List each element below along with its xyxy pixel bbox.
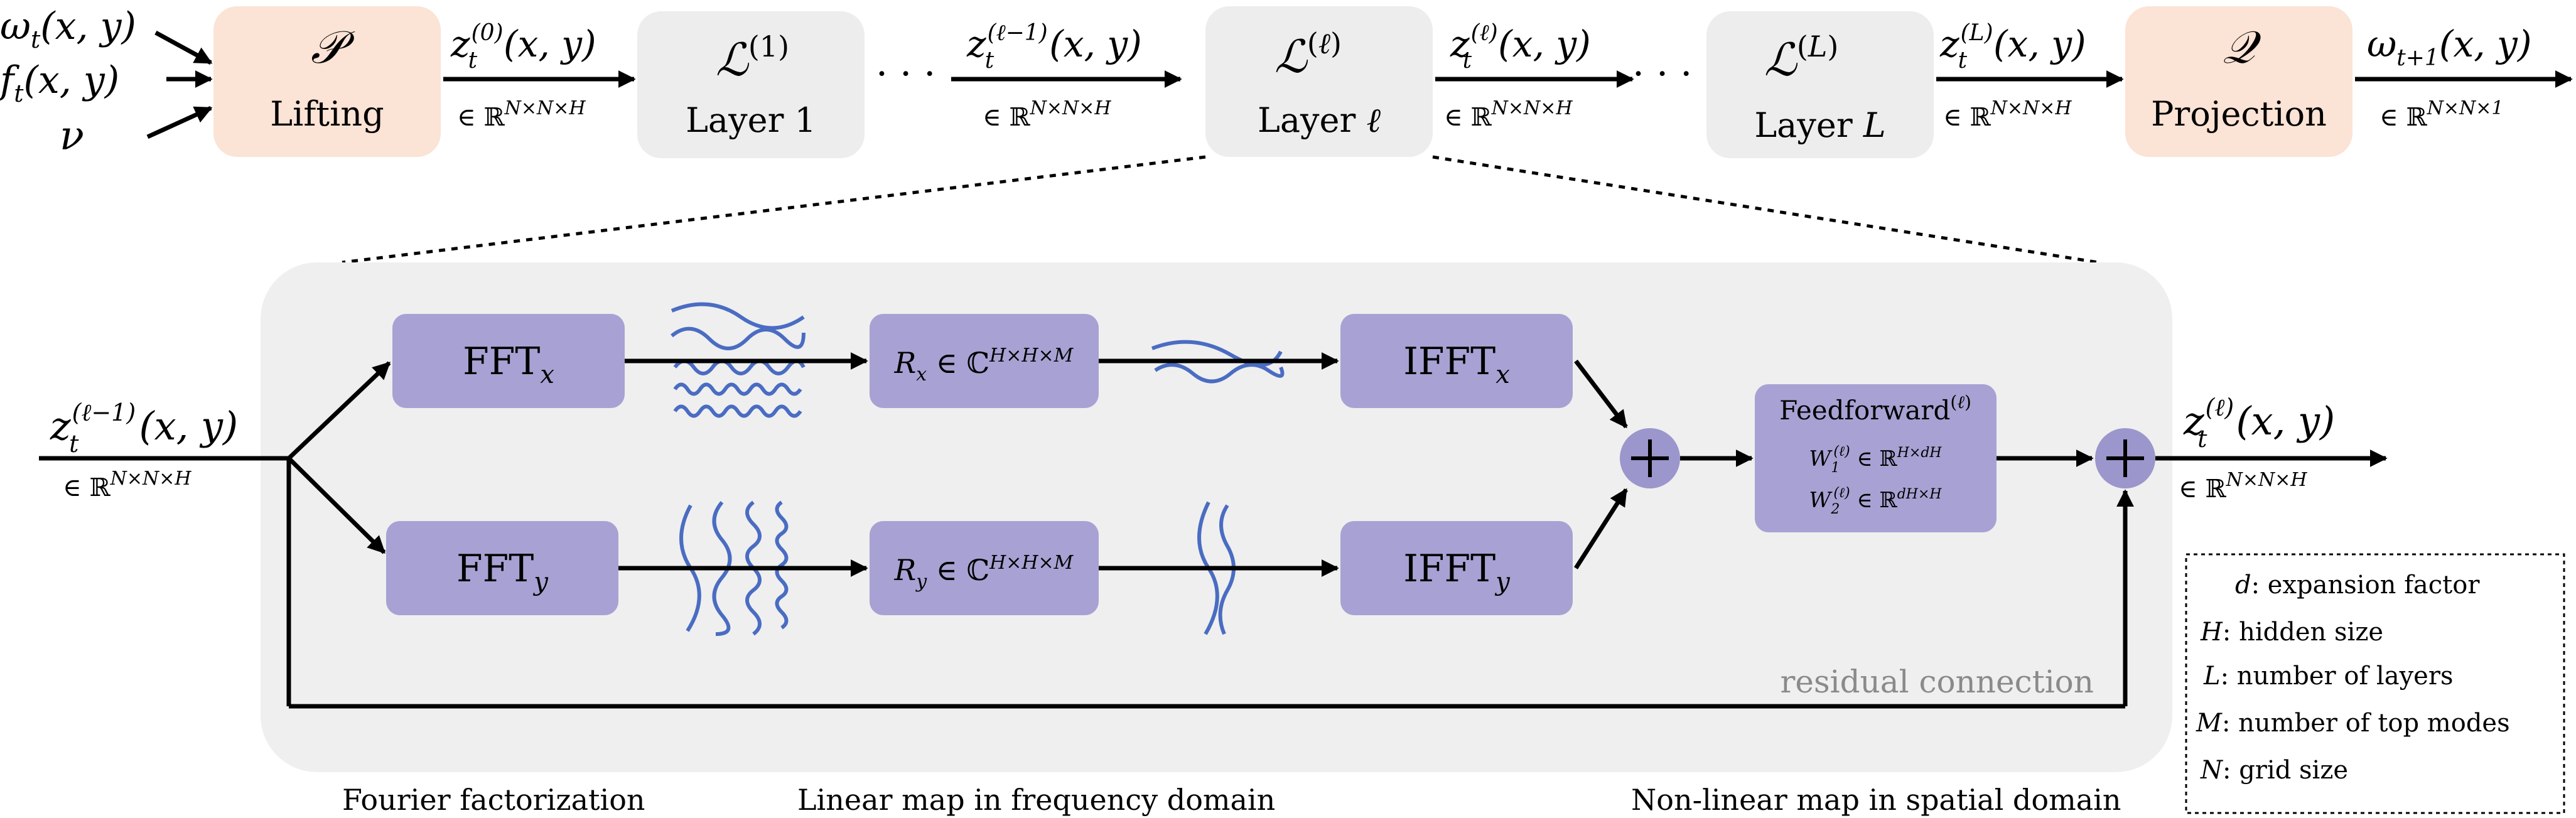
edge-z0-space: ∈ ℝN×N×H xyxy=(457,97,586,132)
edge-z0-label: z(0)t(x, y) xyxy=(450,20,596,73)
zoom-line-right xyxy=(1432,155,2099,264)
fft-x-label: FFTx xyxy=(463,340,554,389)
arrow-nu-to-lifting xyxy=(146,105,213,139)
edge-zL-space: ∈ ℝN×N×H xyxy=(1943,97,2072,132)
layer-detail-panel: z(ℓ−1)t(x, y) ∈ ℝN×N×H residual connecti… xyxy=(39,262,2388,772)
residual-label: residual connection xyxy=(1780,664,2094,700)
legend-H: H: hidden size xyxy=(2200,618,2383,647)
ellipsis-2: · · · xyxy=(1632,52,1692,96)
layer-l-box: ℒ(ℓ) Layer ℓ xyxy=(1205,6,1433,157)
ifft-y-label: IFFTy xyxy=(1403,547,1511,596)
input-f: ft(x, y) xyxy=(0,58,119,107)
wave-x-spectrum xyxy=(671,302,806,418)
legend-box: d: expansion factor H: hidden size L: nu… xyxy=(2185,553,2565,814)
layer-L-label: Layer L xyxy=(1754,105,1885,145)
caption-fourier: Fourier factorization xyxy=(342,783,645,817)
projection-box: 𝒬 Projection xyxy=(2125,6,2352,157)
edge-out-space: ∈ ℝN×N×1 xyxy=(2379,97,2503,132)
projection-symbol: 𝒬 xyxy=(2223,21,2261,73)
top-pipeline: ωt(x, y) ft(x, y) ν 𝒫 Lifting z(0)t(x, y… xyxy=(0,4,2573,159)
detail-output-space: ∈ ℝN×N×H xyxy=(2179,469,2307,503)
lifting-box: 𝒫 Lifting xyxy=(213,6,441,157)
ifft-x-label: IFFTx xyxy=(1403,340,1510,389)
layer-L-box: ℒ(L) Layer L xyxy=(1706,11,1934,158)
layer-1-label: Layer 1 xyxy=(686,100,816,140)
layer-1-box: ℒ(1) Layer 1 xyxy=(637,11,865,158)
rx-label: Rx ∈ ℂH×H×M xyxy=(894,345,1074,385)
ifft-x-box: IFFTx xyxy=(1340,314,1573,408)
detail-output-label: z(ℓ)t(x, y) xyxy=(2183,394,2335,453)
feedforward-box: Feedforward(ℓ) W1(ℓ) ∈ ℝH×dH W2(ℓ) ∈ ℝdH… xyxy=(1755,384,1997,532)
arrow-omega-to-lifting xyxy=(154,30,213,65)
edge-zL-label: z(L)t(x, y) xyxy=(1939,20,2086,73)
feedforward-label: Feedforward(ℓ) xyxy=(1779,392,1971,426)
edge-out-label: ωt+1(x, y) xyxy=(2367,23,2531,71)
caption-linear: Linear map in frequency domain xyxy=(797,783,1275,817)
layer-l-label: Layer ℓ xyxy=(1258,100,1381,140)
rx-box: Rx ∈ ℂH×H×M xyxy=(870,314,1099,408)
ry-box: Ry ∈ ℂH×H×M xyxy=(870,521,1099,615)
edge-zl-label: z(ℓ)t(x, y) xyxy=(1450,20,1591,73)
legend-L: L: number of layers xyxy=(2203,662,2453,691)
arrow-iffty-to-sum xyxy=(1574,488,1628,569)
edge-zl-space: ∈ ℝN×N×H xyxy=(1444,97,1573,132)
legend-M: M: number of top modes xyxy=(2196,709,2510,738)
branch-to-fft-y xyxy=(287,456,386,554)
fft-x-box: FFTx xyxy=(392,314,625,408)
ifft-y-box: IFFTy xyxy=(1340,521,1573,615)
input-nu: ν xyxy=(60,113,84,159)
caption-nonlinear: Non-linear map in spatial domain xyxy=(1631,783,2121,817)
w1-label: W1(ℓ) ∈ ℝH×dH xyxy=(1809,444,1942,476)
zoom-line-left xyxy=(342,155,1206,264)
detail-input-label: z(ℓ−1)t(x, y) xyxy=(50,399,238,458)
fft-y-box: FFTy xyxy=(386,521,618,615)
input-omega: ωt(x, y) xyxy=(0,4,136,53)
ellipsis-1: · · · xyxy=(876,52,935,96)
edge-zlm1-label: z(ℓ−1)t(x, y) xyxy=(966,20,1142,73)
sum-node-1 xyxy=(1620,428,1680,488)
detail-input-space: ∈ ℝN×N×H xyxy=(63,468,191,502)
legend-d: d: expansion factor xyxy=(2235,571,2480,600)
sum-node-2 xyxy=(2095,428,2155,488)
branch-to-fft-x xyxy=(287,361,391,460)
legend-N: N: grid size xyxy=(2200,756,2348,785)
arrow-ifftx-to-sum xyxy=(1574,359,1628,429)
edge-zlm1-space: ∈ ℝN×N×H xyxy=(983,97,1111,132)
fft-y-label: FFTy xyxy=(456,547,549,596)
lifting-label: Lifting xyxy=(270,94,384,134)
projection-label: Projection xyxy=(2151,94,2327,134)
